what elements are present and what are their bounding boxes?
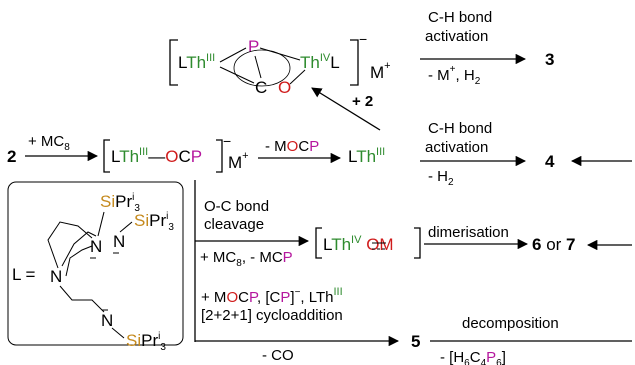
- ligand-n-b: N: [113, 232, 125, 251]
- oc-line2: cleavage: [204, 216, 264, 233]
- bond-th-p: [219, 47, 247, 63]
- r2-charge: −: [223, 133, 231, 149]
- ligand-sipr-3: SiPri3: [126, 331, 166, 353]
- ch-top-below: - M+, H2: [428, 64, 481, 87]
- top-lth: LThIII: [178, 52, 215, 72]
- bond-n-si1: [97, 211, 105, 237]
- r3-lth-om: LThIV OM: [323, 234, 394, 254]
- r2-right-bracket: [216, 139, 223, 173]
- r2-left-bracket: [103, 139, 110, 173]
- plus2-arrow: + 2: [311, 87, 381, 131]
- top-charge: −: [359, 31, 367, 47]
- ch-mid-line2: activation: [425, 139, 488, 156]
- product-5: 5: [411, 332, 420, 351]
- minus-mocp: - MOCP: [265, 138, 319, 155]
- top-complex: LThIII P C O ThIVL − M+: [169, 31, 391, 97]
- top-left-bracket: [169, 39, 178, 86]
- cyclo-line1: + MOCP, [CP]−, LThIII: [201, 286, 343, 306]
- bond-n-si3: [111, 327, 125, 339]
- bond-p-c: [254, 55, 262, 79]
- ligand-frame: [7, 181, 184, 346]
- row2: 2 + MC8 LThIII—OCP − M+ - MOCP LThIII C-…: [7, 120, 632, 188]
- plus2-label: + 2: [352, 93, 373, 110]
- lth-iii: LThIII: [348, 146, 385, 166]
- r3-right-bracket: [414, 227, 421, 259]
- dimerisation-label: dimerisation: [428, 224, 509, 241]
- arrow-diag: [311, 87, 381, 131]
- bond-n-si2: [119, 221, 133, 233]
- ligand-sipr-2: SiPri3: [134, 211, 174, 233]
- bond-o-th: [289, 69, 306, 85]
- ch-activation-top: C-H bond activation - M+, H2 3: [420, 9, 554, 87]
- minus-co: - CO: [262, 347, 294, 364]
- top-cation: M+: [370, 60, 391, 82]
- products-6-7: 6 or 7: [532, 235, 576, 254]
- arm-front: [65, 245, 93, 277]
- ch-mid-below: - H2: [428, 168, 454, 188]
- top-right-bracket: [350, 39, 359, 86]
- ligand-n-c: N: [101, 311, 113, 330]
- row4: + MOCP, [CP]−, LThIII [2+2+1] cycloaddit…: [195, 286, 632, 365]
- arm-mid: [61, 231, 97, 267]
- r2-cation: M+: [228, 150, 249, 172]
- oc-line1: O-C bond: [204, 198, 269, 215]
- top-p: P: [248, 37, 259, 56]
- ligand-label: L =: [12, 265, 36, 284]
- ch-top-line1: C-H bond: [428, 9, 492, 26]
- oc-below: + MC8, - MCP: [200, 249, 293, 269]
- bond-th-c: [219, 66, 255, 84]
- product-3: 3: [545, 50, 554, 69]
- top-thl: ThIVL: [300, 52, 340, 72]
- ligand-sipr-1: SiPri3: [100, 192, 140, 214]
- ligand-n-central: N: [50, 267, 62, 286]
- ch-top-line2: activation: [425, 28, 488, 45]
- r2-lth-ocp: LThIII—OCP: [111, 146, 202, 166]
- start-2: 2: [7, 147, 16, 166]
- delocalized-ring: [233, 49, 291, 87]
- decomp-below: - [H6C4P6]: [440, 349, 506, 365]
- decomposition-label: decomposition: [462, 315, 559, 332]
- ch-mid-line1: C-H bond: [428, 120, 492, 137]
- top-o: O: [278, 78, 291, 97]
- row3: O-C bond cleavage + MC8, - MCP LThIV OM …: [195, 198, 632, 269]
- product-4: 4: [545, 152, 555, 171]
- ligand-box: L = N N N SiPri3 SiPri3 N SiPri3: [7, 181, 184, 353]
- ligand-n-a: N: [90, 237, 102, 256]
- mc8-reagent: + MC8: [28, 133, 70, 153]
- arm-lower: [59, 285, 105, 313]
- cyclo-line2: [2+2+1] cycloaddition: [201, 307, 343, 324]
- r3-left-bracket: [315, 227, 322, 259]
- top-c: C: [255, 78, 267, 97]
- arm-back: [47, 221, 93, 269]
